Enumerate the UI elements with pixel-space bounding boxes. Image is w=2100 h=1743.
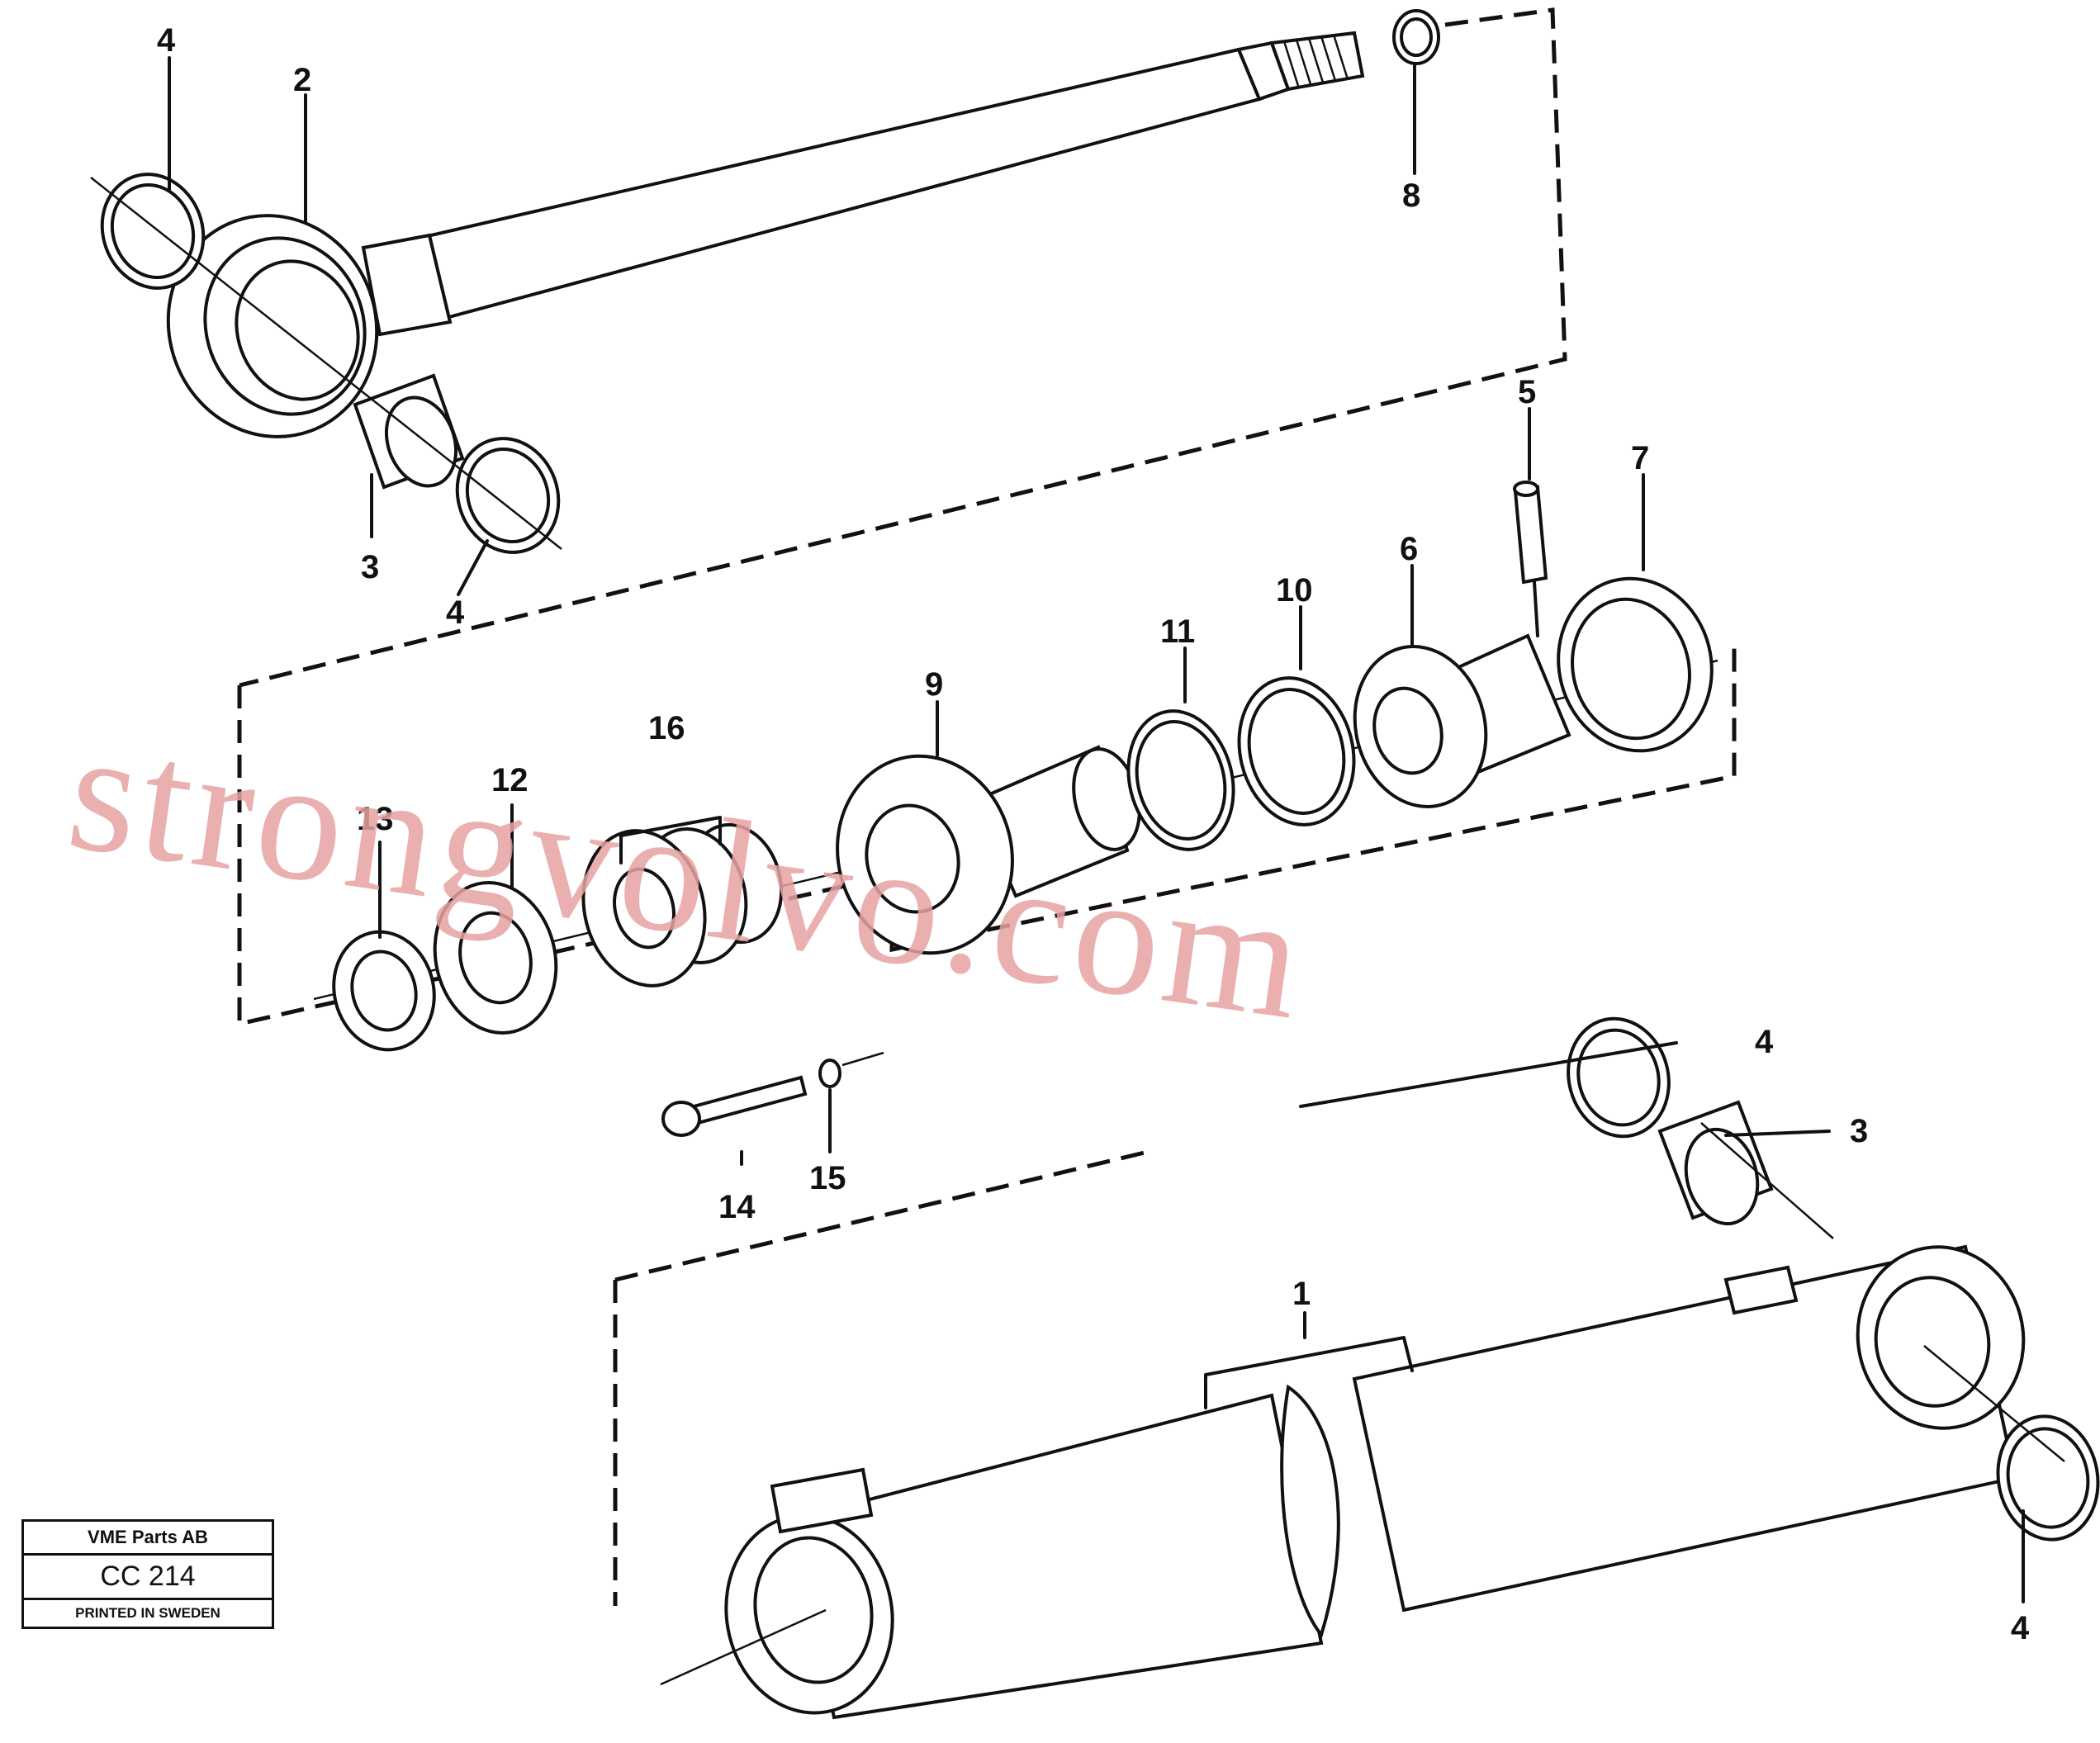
watermark-text: strongvolvo.com	[59, 694, 1318, 1057]
piston-rod-assembly	[90, 7, 1567, 688]
bolt-14	[691, 1075, 808, 1125]
callout-1: 1	[1292, 1276, 1311, 1312]
callout-4-mid: 4	[446, 594, 465, 631]
callout-12: 12	[491, 762, 529, 798]
callout-11: 11	[1160, 613, 1195, 650]
callout-3-top: 3	[361, 549, 379, 585]
callout-4-bottom: 4	[2011, 1610, 2030, 1646]
callout-10: 10	[1276, 572, 1313, 609]
callout-16: 16	[648, 710, 685, 746]
callout-6: 6	[1400, 531, 1418, 567]
title-block: VME Parts AB CC 214 PRINTED IN SWEDEN	[21, 1519, 274, 1629]
callout-14: 14	[718, 1189, 756, 1225]
callout-labels: 4 2 8 3 4 5 7 6 10 11 9 16 12 13 14 15 4…	[157, 22, 2030, 1646]
leader-lines	[168, 56, 2025, 1603]
callout-2: 2	[293, 62, 311, 98]
piston-seal-assembly	[237, 481, 1737, 1137]
callout-4-right: 4	[1755, 1024, 1774, 1060]
title-block-code: CC 214	[24, 1556, 272, 1600]
bracket-1	[1204, 1336, 1414, 1409]
title-block-company: VME Parts AB	[24, 1522, 272, 1556]
washer-15	[818, 1059, 841, 1088]
bracket-16	[619, 816, 722, 864]
callout-8: 8	[1402, 178, 1420, 214]
callout-5: 5	[1518, 374, 1536, 410]
callout-4-top-left: 4	[157, 22, 176, 59]
callout-13: 13	[357, 801, 394, 837]
title-block-printed: PRINTED IN SWEDEN	[75, 1605, 220, 1621]
callout-9: 9	[925, 666, 943, 703]
callout-3-right: 3	[1850, 1113, 1868, 1149]
pin-5	[1513, 485, 1548, 585]
cylinder-tube-assembly	[613, 1016, 2100, 1720]
callout-15: 15	[809, 1160, 846, 1196]
callout-7: 7	[1631, 440, 1649, 476]
